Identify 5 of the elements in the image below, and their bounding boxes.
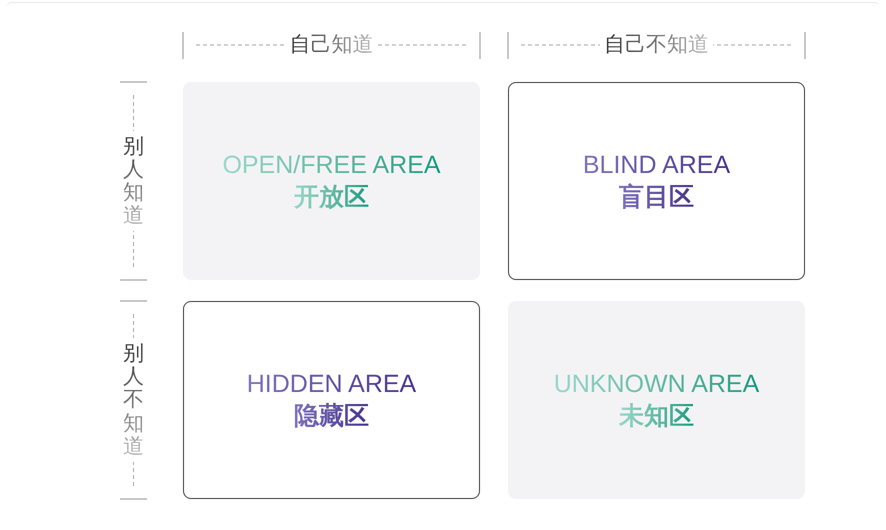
column-header: 自己不知道: [604, 33, 709, 56]
outlined-quadrant-box: [508, 82, 805, 280]
column-header: 自己知道: [290, 33, 374, 56]
outlined-quadrant-box: [183, 301, 480, 499]
row-header: 别人不知道: [123, 342, 144, 458]
